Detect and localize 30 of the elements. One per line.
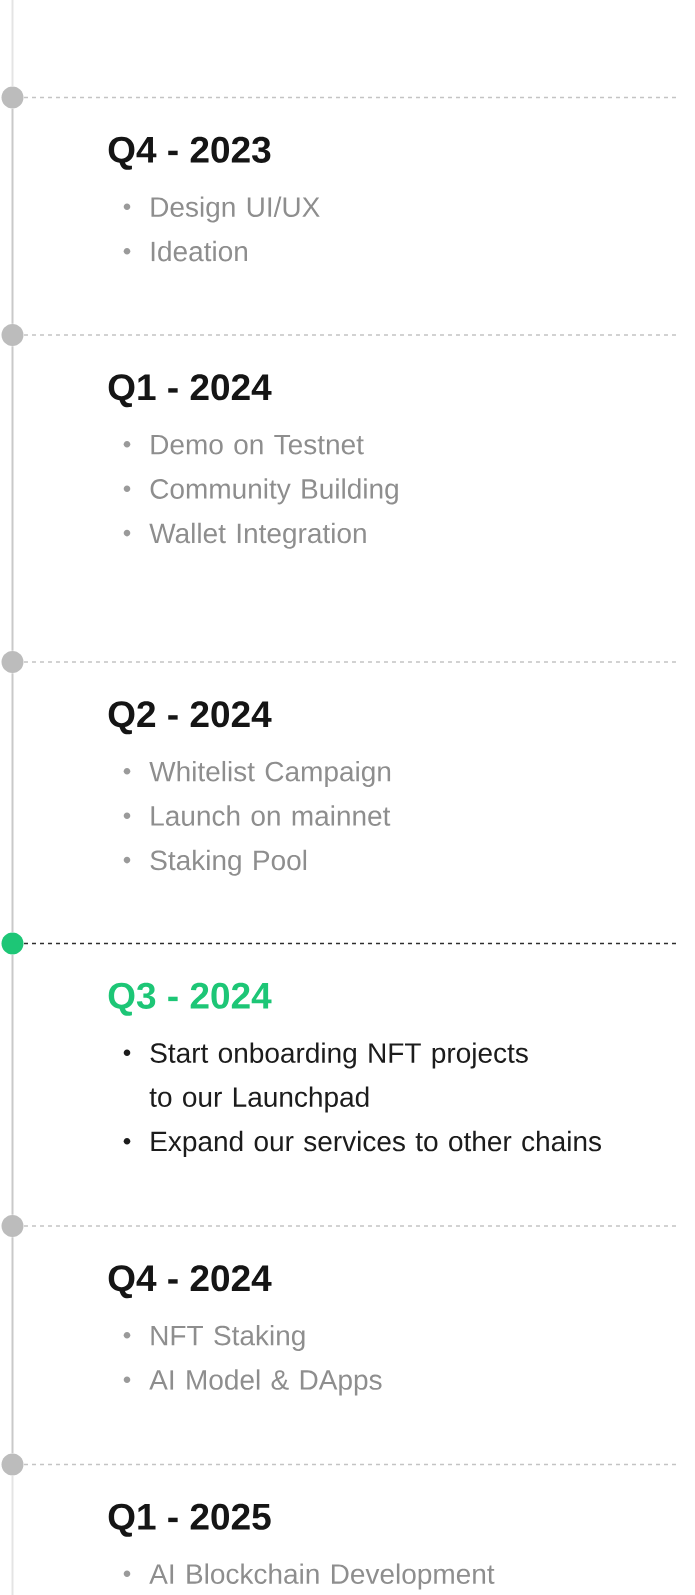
milestone-item: Ideation: [151, 240, 247, 262]
milestone-item: Expand our services to other chains: [151, 1130, 601, 1157]
milestone-item: Whitelist Campaign: [149, 760, 391, 787]
milestone-item: Start onboarding NFT projects to our Launchpad: [149, 1042, 528, 1113]
milestone-item: Design UI/UX: [151, 196, 320, 223]
milestone-item: NFT Staking: [151, 1324, 305, 1351]
milestone-item: AI Blockchain Development: [149, 1563, 495, 1590]
timeline-line: [11, 345, 14, 652]
milestone-heading: Q1 - 2025: [108, 1503, 271, 1537]
milestone-heading: Q3 - 2024: [108, 982, 272, 1016]
timeline-line: [11, 672, 14, 934]
timeline-line: [11, 107, 14, 325]
milestone-item: Demo on Testnet: [151, 434, 364, 455]
timeline-line: [11, 953, 14, 1216]
timeline-line: [11, 1236, 14, 1455]
timeline-dot: [1, 1215, 24, 1237]
timeline-dot: [1, 324, 24, 346]
milestone-item: Staking Pool: [150, 849, 307, 876]
milestone-item: Launch on mainnet: [151, 805, 391, 826]
milestone-heading: Q4 - 2023: [108, 136, 271, 170]
timeline-dot: [1, 1453, 24, 1476]
milestone-item: Community Building: [150, 478, 398, 505]
timeline-dot: [1, 86, 24, 109]
milestone-heading: Q4 - 2024: [108, 1265, 272, 1299]
milestone-item: AI Model & DApps: [149, 1369, 382, 1396]
timeline-dot: [1, 932, 24, 955]
timeline-dot: [1, 651, 24, 673]
milestone-item: Wallet Integration: [149, 522, 366, 549]
milestone-heading: Q1 - 2024: [108, 374, 272, 408]
milestone-heading: Q2 - 2024: [108, 701, 272, 735]
